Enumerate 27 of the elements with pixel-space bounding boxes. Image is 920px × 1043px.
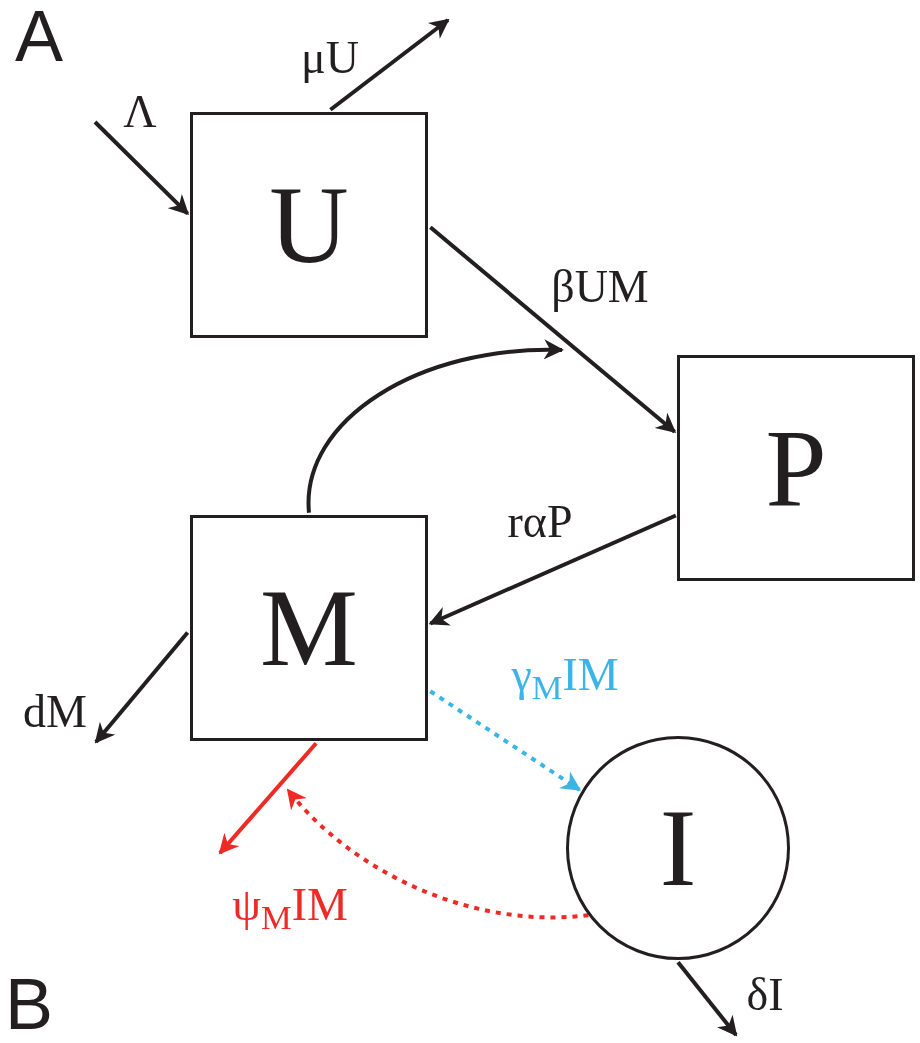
compartment-label: P (765, 413, 827, 523)
edge-label: ψ$_{M}$IM (232, 882, 348, 928)
arrow (93, 120, 190, 216)
arrow (676, 961, 738, 1037)
arrow (307, 340, 564, 513)
compartment-label: I (659, 793, 697, 903)
edge-label: rαP (507, 499, 573, 545)
edge-label: Λ (123, 89, 157, 135)
arrow (329, 18, 450, 112)
compartment-label: M (260, 573, 358, 683)
arrow (94, 631, 190, 744)
arrow (429, 225, 677, 434)
edge-label: βUM (551, 264, 649, 310)
edge-label: γ$_{M}$IM (511, 652, 619, 698)
compartment-label: U (269, 170, 349, 280)
panel-letter: A (15, 0, 64, 72)
panel-letter: B (5, 968, 54, 1040)
compartment-box (677, 355, 915, 581)
edge-label: μU (301, 35, 359, 81)
dashed-arrow (429, 689, 582, 792)
arrow (218, 741, 318, 855)
compartment-box (190, 112, 428, 338)
dashed-arrow (286, 788, 589, 920)
edge-label: δI (746, 972, 784, 1018)
compartment-box (190, 515, 428, 741)
edge-label: dM (23, 689, 87, 735)
arrow (428, 513, 677, 626)
